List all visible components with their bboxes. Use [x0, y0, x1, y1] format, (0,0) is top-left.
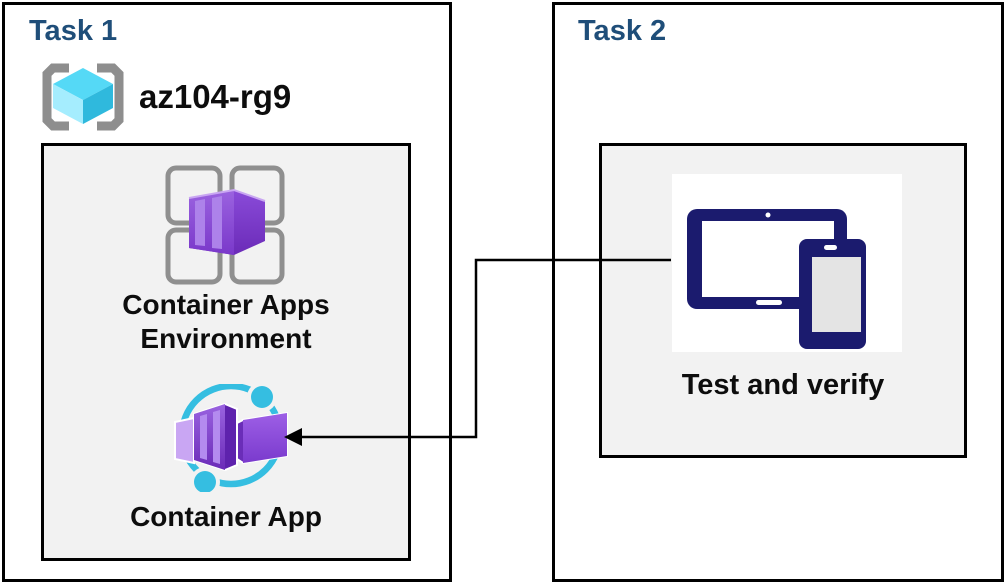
task1-inner-box: Container Apps Environment: [41, 143, 411, 561]
task1-title: Task 1: [29, 15, 118, 47]
container-app-icon: [174, 384, 288, 492]
devices-icon-background: [672, 174, 902, 352]
devices-icon: [687, 209, 866, 349]
task1-box: Task 1 az104-rg9: [2, 2, 452, 582]
environment-label-line1: Container Apps: [122, 289, 330, 320]
container-app-label: Container App: [130, 501, 322, 532]
resource-group-icon: [42, 63, 124, 131]
resource-group-row: az104-rg9: [29, 58, 291, 136]
task2-box: Task 2 Test and verify: [552, 2, 1004, 582]
environment-label-line2: Environment: [140, 323, 312, 354]
task2-title: Task 2: [578, 15, 667, 47]
test-and-verify-label: Test and verify: [681, 369, 885, 401]
resource-group-name: az104-rg9: [139, 78, 292, 115]
task2-inner-box: Test and verify: [599, 143, 967, 458]
container-apps-environment-icon: [165, 165, 285, 285]
